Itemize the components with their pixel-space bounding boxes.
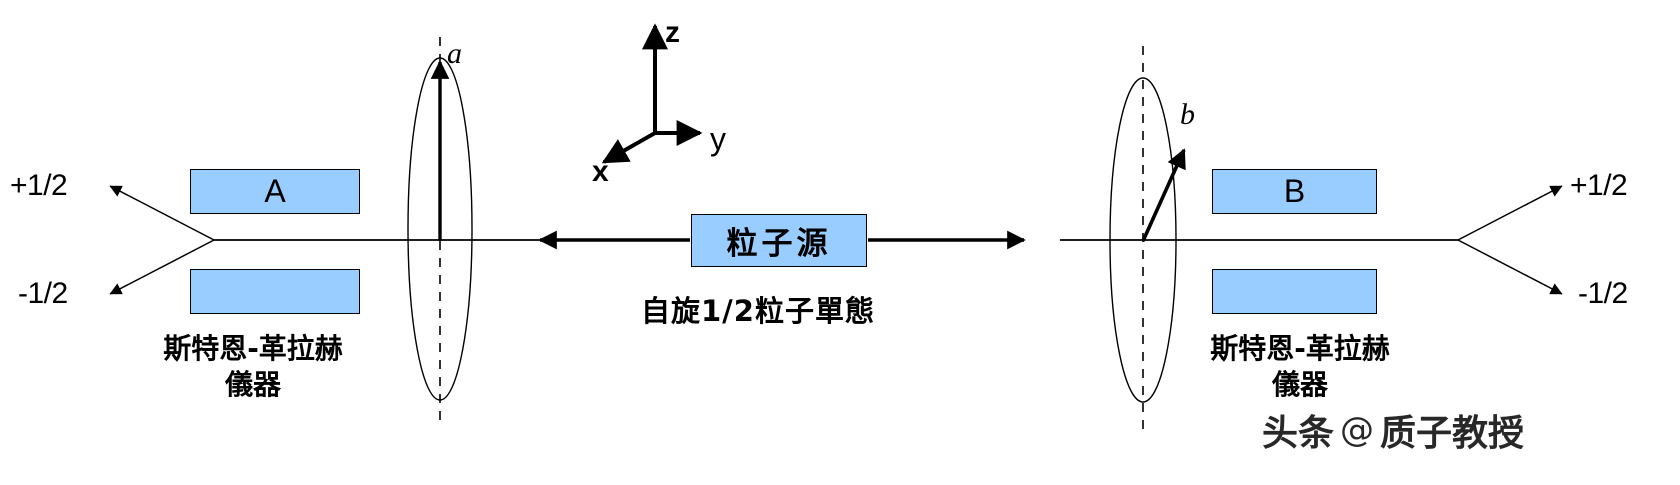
left-spin-up-label: +1/2: [10, 169, 68, 202]
watermark-platform: 头条: [1262, 413, 1335, 454]
axis-y-label: y: [710, 121, 726, 157]
left-apparatus-caption: 斯特恩-革拉赫 儀器: [163, 332, 343, 401]
watermark-at-symbol: @: [1340, 410, 1375, 450]
right-magnet-lower-box: [1212, 269, 1377, 314]
right-spin-up-label: +1/2: [1570, 169, 1628, 202]
right-field-vector-label-b: b: [1180, 98, 1195, 131]
left-magnet-lower-box: [190, 269, 360, 314]
axis-z-label: z: [665, 16, 680, 49]
right-field-vector-b: [1141, 148, 1186, 242]
right-spin-down-label: -1/2: [1578, 277, 1628, 310]
watermark: 头条 @ 质子教授: [1262, 404, 1524, 456]
coordinate-axes: [601, 23, 703, 164]
left-magnet-label: A: [264, 173, 286, 209]
left-beam-path: [109, 185, 575, 295]
left-magnet-upper-box: A: [190, 169, 360, 214]
left-spin-down-label: -1/2: [18, 277, 68, 310]
particle-source-label: 粒子源: [726, 226, 832, 262]
axis-x-label: x: [592, 155, 609, 188]
right-magnet-upper-box: B: [1212, 169, 1377, 214]
particle-source-box: 粒子源: [691, 214, 867, 267]
source-caption: 自旋1/2粒子單態: [641, 294, 875, 328]
left-field-vector-label-a: a: [447, 37, 462, 70]
watermark-account: 质子教授: [1380, 413, 1525, 454]
right-magnet-label: B: [1283, 173, 1306, 209]
right-apparatus-caption: 斯特恩-革拉赫 儀器: [1210, 332, 1390, 401]
axis-x-arrow: [601, 131, 656, 164]
right-beam-path: [1060, 185, 1563, 295]
